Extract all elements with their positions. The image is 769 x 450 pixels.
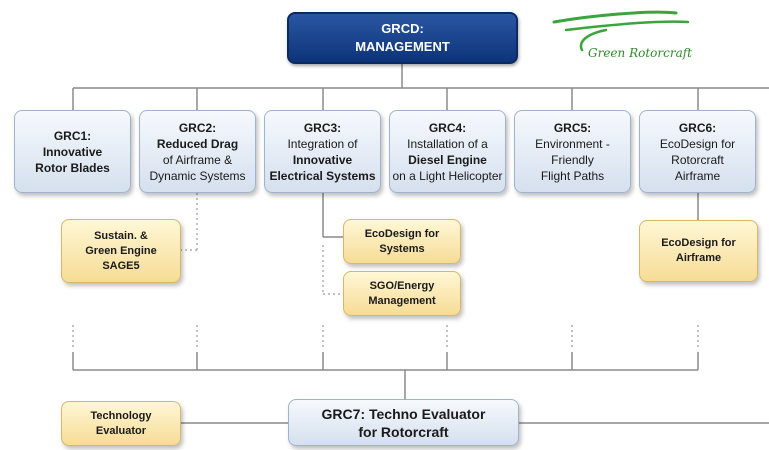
grc3-box: GRC3: Integration of Innovative Electric…: [264, 110, 381, 193]
grc7-line1: GRC7: Techno Evaluator: [321, 405, 486, 422]
ecodesign-systems-line2: Systems: [379, 242, 425, 255]
management-line2: MANAGEMENT: [355, 39, 450, 54]
grc5-line3: Flight Paths: [540, 168, 605, 183]
grc2-box: GRC2: Reduced Drag of Airframe & Dynamic…: [139, 110, 256, 193]
green-rotorcraft-logo: Green Rotorcraft: [548, 8, 718, 68]
grc3-line3: Electrical Systems: [269, 168, 376, 183]
grc4-line2: Diesel Engine: [408, 152, 487, 167]
ecodesign-airframe-box: EcoDesign for Airframe: [639, 220, 758, 282]
grc6-title: GRC6:: [678, 120, 717, 135]
management-line1: GRCD:: [381, 21, 424, 36]
grc2-line1: Reduced Drag: [156, 136, 239, 151]
grc1-line2: Rotor Blades: [35, 160, 110, 175]
grc3-line2: Innovative: [292, 152, 353, 167]
grc6-box: GRC6: EcoDesign for Rotorcraft Airframe: [639, 110, 756, 193]
grc4-line1: Installation of a: [407, 136, 488, 151]
grc3-line1: Integration of: [287, 136, 358, 151]
sgo-energy-line1: SGO/Energy: [369, 279, 435, 292]
management-box: GRCD: MANAGEMENT: [287, 12, 518, 64]
logo-text: Green Rotorcraft: [588, 46, 692, 60]
grc7-box: GRC7: Techno Evaluator for Rotorcraft: [288, 399, 519, 446]
ecodesign-systems-box: EcoDesign for Systems: [343, 219, 461, 264]
technology-evaluator-line1: Technology: [90, 409, 152, 422]
grc1-title: GRC1:: [53, 128, 92, 143]
sgo-energy-line2: Management: [368, 294, 436, 307]
technology-evaluator-box: Technology Evaluator: [61, 401, 181, 446]
sage5-line3: SAGE5: [102, 259, 140, 272]
grc5-line2: Friendly: [551, 152, 594, 167]
ecodesign-airframe-line1: EcoDesign for: [661, 237, 736, 249]
rotor-swoosh-icon: [552, 10, 690, 52]
grc7-line2: for Rotorcraft: [358, 423, 449, 440]
technology-evaluator-line2: Evaluator: [95, 424, 147, 437]
grc4-box: GRC4: Installation of a Diesel Engine on…: [389, 110, 506, 193]
grc2-line3: Dynamic Systems: [149, 168, 246, 183]
grc4-title: GRC4:: [428, 120, 467, 135]
sage5-box: Sustain. & Green Engine SAGE5: [61, 219, 181, 283]
grc3-title: GRC3:: [303, 120, 342, 135]
grc5-line1: Environment -: [535, 136, 610, 151]
grc5-title: GRC5:: [553, 120, 592, 135]
grc2-line2: of Airframe &: [162, 152, 233, 167]
sgo-energy-box: SGO/Energy Management: [343, 271, 461, 316]
sage5-line1: Sustain. &: [94, 229, 148, 242]
ecodesign-airframe-line2: Airframe: [675, 252, 722, 264]
grc6-line2: Rotorcraft: [671, 152, 724, 167]
sage5-line2: Green Engine: [85, 244, 157, 257]
grc4-line3: on a Light Helicopter: [392, 168, 503, 183]
grc6-line3: Airframe: [674, 168, 721, 183]
grc1-line1: Innovative: [42, 144, 103, 159]
grc5-box: GRC5: Environment - Friendly Flight Path…: [514, 110, 631, 193]
ecodesign-systems-line1: EcoDesign for: [364, 227, 440, 240]
grc2-title: GRC2:: [178, 120, 217, 135]
grc1-box: GRC1: Innovative Rotor Blades: [14, 110, 131, 193]
grc6-line1: EcoDesign for: [659, 136, 736, 151]
